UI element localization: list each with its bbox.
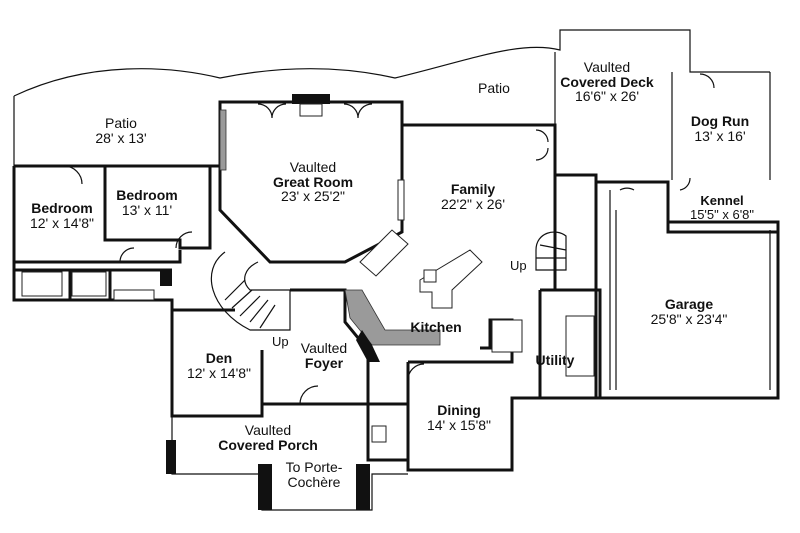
covered-deck-prefix: Vaulted (583, 59, 631, 75)
dog-run-name: Dog Run (690, 113, 750, 129)
dark-column-bath (160, 270, 172, 286)
main-stair-curve (210, 251, 291, 331)
exterior-walls (12, 102, 780, 472)
fireplace-hearth (299, 103, 323, 117)
kennel-dims: 15'5" x 6'8" (689, 206, 755, 222)
door-swings (63, 73, 715, 405)
porch-column-mid-right (356, 464, 370, 510)
fireplace (292, 94, 330, 104)
patio-center-label: Patio (478, 81, 510, 96)
dining-dims: 14' x 15'8" (426, 416, 492, 433)
great-room-prefix: Vaulted (289, 159, 337, 175)
covered-deck-label: Vaulted Covered Deck 16'6" x 26' (560, 60, 653, 104)
porch-column-left (166, 440, 176, 474)
kitchen-upper-counter (359, 229, 409, 277)
covered-deck-dims: 16'6" x 26' (574, 88, 640, 105)
kitchen-dark-wall (356, 330, 380, 362)
kitchen-counter (344, 289, 441, 346)
family-name: Family (450, 181, 496, 197)
foyer-label: Vaulted Foyer (301, 341, 347, 370)
great-room-window-right (397, 179, 405, 221)
garage-label: Garage 25'8" x 23'4" (651, 297, 728, 326)
patio-left-label: Patio 28' x 13' (95, 116, 146, 145)
porte-cochere-line1: To Porte- (285, 459, 343, 475)
den-walls (170, 308, 264, 416)
covered-porch-label: Vaulted Covered Porch (218, 423, 318, 452)
vanity (113, 289, 155, 301)
family-stair (535, 231, 567, 271)
patio-center-name: Patio (478, 80, 510, 96)
patio-left-dims: 28' x 13' (95, 129, 147, 146)
family-label: Family 22'2" x 26' (441, 182, 505, 211)
kitchen-island (419, 249, 483, 309)
dog-run-dims: 13' x 16' (694, 127, 746, 144)
garage-interior (609, 190, 771, 390)
bedroom-right-dims: 13' x 11' (121, 201, 173, 218)
den-label: Den 12' x 14'8" (187, 351, 251, 380)
porch-column-mid-left (258, 464, 272, 510)
bedroom-right-label: Bedroom 13' x 11' (116, 188, 177, 217)
main-stair-treads (224, 279, 276, 329)
patio-doors (257, 103, 549, 161)
kennel-walls (666, 222, 778, 234)
covered-porch-name: Covered Porch (218, 436, 318, 453)
family-stair-up-label: Up (510, 258, 527, 273)
foyer-prefix: Vaulted (300, 340, 348, 356)
garage-dims: 25'8" x 23'4" (650, 310, 728, 327)
kitchen-label: Kitchen (410, 320, 461, 335)
pantry (491, 319, 523, 353)
utility-walls (538, 175, 602, 398)
patio-left-name: Patio (105, 115, 137, 131)
great-room-dims: 23' x 25'2" (280, 188, 346, 205)
bedroom-right-name: Bedroom (116, 187, 178, 203)
bedroom-left-dims: 12' x 14'8" (29, 214, 95, 231)
utility-label: Utility (536, 353, 575, 368)
den-name: Den (205, 350, 233, 366)
shower (21, 271, 63, 297)
covered-porch-prefix: Vaulted (244, 422, 292, 438)
main-stair-up-label: Up (272, 334, 289, 349)
den-dims: 12' x 14'8" (186, 364, 252, 381)
garage-name: Garage (664, 296, 714, 312)
great-room-label: Vaulted Great Room 23' x 25'2" (273, 160, 353, 204)
great-room-window-left (219, 109, 227, 171)
dining-label: Dining 14' x 15'8" (427, 403, 491, 432)
toilet-powder (371, 425, 387, 443)
dining-name: Dining (437, 402, 481, 418)
island-sink (423, 269, 437, 283)
foyer-walls (290, 288, 370, 404)
bedroom-left-label: Bedroom 12' x 14'8" (30, 201, 94, 230)
porte-cochere-label: To Porte- Cochère (286, 460, 343, 489)
kitchen-name: Kitchen (410, 319, 462, 335)
utility-counter (565, 315, 595, 377)
family-dims: 22'2" x 26' (440, 195, 506, 212)
great-room-name: Great Room (272, 173, 354, 190)
utility-name: Utility (535, 352, 575, 368)
covered-deck-name: Covered Deck (560, 73, 654, 90)
dog-run-label: Dog Run 13' x 16' (691, 114, 749, 143)
kennel-label: Kennel 15'5" x 6'8" (690, 194, 754, 221)
tub (71, 271, 107, 297)
foyer-name: Foyer (304, 354, 344, 371)
bedroom-left-name: Bedroom (31, 200, 93, 216)
bedroom-walls (14, 166, 212, 264)
bath-walls (14, 268, 172, 300)
porte-cochere-line2: Cochère (287, 473, 341, 490)
kennel-name: Kennel (700, 193, 744, 208)
patio-left-outline (13, 29, 770, 97)
